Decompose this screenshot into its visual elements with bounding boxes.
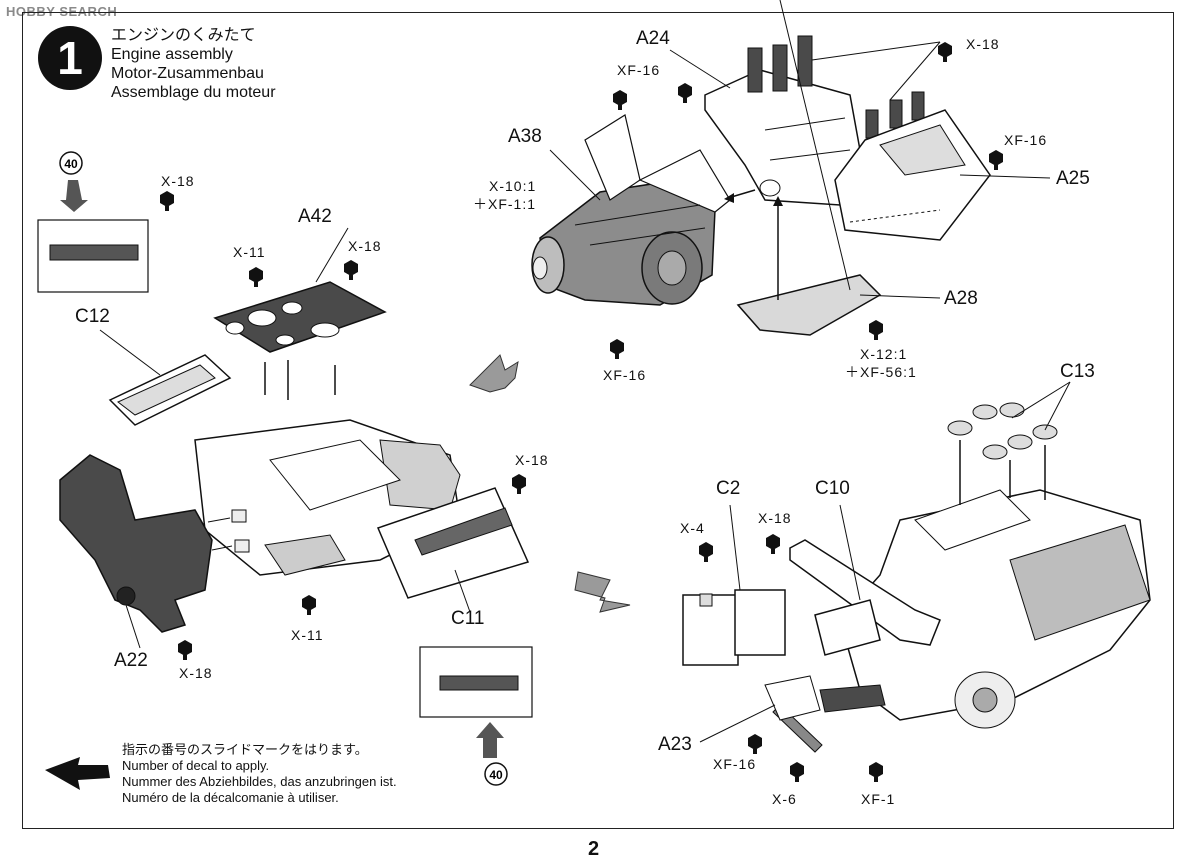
label-xf1: XF-1	[861, 791, 896, 807]
label-a23: A23	[658, 734, 692, 755]
label-x18-f: X-18	[758, 510, 792, 526]
label-xf16-d: XF-16	[713, 756, 757, 772]
label-a22: A22	[114, 650, 148, 671]
part-a38-drawing	[531, 114, 731, 306]
step-title-fr: Assemblage du moteur	[111, 84, 276, 101]
part-c12-drawing	[108, 354, 232, 426]
part-a42-drawing	[213, 281, 387, 353]
step-title-jp: エンジンのくみたて	[111, 27, 256, 44]
label-a28: A28	[944, 288, 978, 309]
label-a38: A38	[508, 126, 542, 147]
label-x18-b: X-18	[161, 173, 195, 189]
label-x11-a: X-11	[233, 244, 266, 260]
decal-note-en: Number of decal to apply.	[122, 758, 270, 773]
step-title-de: Motor-Zusammenbau	[111, 65, 264, 82]
watermark: HOBBY SEARCH	[6, 4, 118, 19]
label-xf16-c: XF-16	[603, 367, 647, 383]
label-mix-a1: X-10:1	[489, 178, 537, 194]
instruction-frame	[22, 12, 1174, 829]
part-c13-drawing	[947, 402, 1058, 460]
label-c2: C2	[716, 478, 741, 499]
decal-note-fr: Numéro de la décalcomanie à utiliser.	[122, 790, 339, 805]
label-c12: C12	[75, 306, 110, 327]
part-a23-drawing	[764, 675, 886, 753]
decal-number-top: 40	[64, 157, 78, 171]
label-x18-c: X-18	[348, 238, 382, 254]
step-title-block: エンジンのくみたて Engine assembly Motor-Zusammen…	[111, 26, 276, 102]
part-a22-drawing	[59, 454, 213, 633]
label-x18-d: X-18	[515, 452, 549, 468]
decal-sheet-bottom-drawing	[419, 646, 533, 718]
label-a24: A24	[636, 28, 670, 49]
decal-number-bottom: 40	[489, 768, 503, 782]
label-x18-e: X-18	[179, 665, 213, 681]
label-xf16-a: XF-16	[617, 62, 661, 78]
label-xf16-b: XF-16	[1004, 132, 1048, 148]
part-c11-drawing	[376, 487, 530, 599]
label-mix-b2: ＋XF-56:1	[845, 364, 917, 380]
label-x4: X-4	[680, 520, 705, 536]
label-x18-a: X-18	[966, 36, 1000, 52]
label-mix-a2: ＋XF-1:1	[473, 196, 537, 212]
part-c2-drawing	[682, 589, 786, 666]
step-title-en: Engine assembly	[111, 46, 233, 63]
label-a25: A25	[1056, 168, 1090, 189]
decal-arrow-icon	[45, 757, 110, 790]
label-x11-b: X-11	[291, 627, 324, 643]
right-engine-drawing	[839, 489, 1151, 729]
step-number: 1	[38, 26, 102, 90]
decal-note: 指示の番号のスライドマークをはります。 Number of decal to a…	[122, 742, 397, 806]
part-a28-drawing	[736, 0, 882, 336]
part-a25-drawing	[834, 109, 991, 241]
label-c13: C13	[1060, 361, 1095, 382]
label-c11: C11	[451, 608, 485, 629]
page-number: 2	[588, 838, 600, 860]
decal-sheet-top-drawing	[37, 219, 149, 293]
part-c10-drawing	[789, 539, 941, 656]
label-c10: C10	[815, 478, 850, 499]
decal-note-jp: 指示の番号のスライドマークをはります。	[122, 742, 368, 757]
decal-note-de: Nummer des Abziehbildes, das anzubringen…	[122, 774, 397, 789]
label-mix-b1: X-12:1	[860, 346, 908, 362]
label-x6: X-6	[772, 791, 797, 807]
label-a42: A42	[298, 206, 332, 227]
